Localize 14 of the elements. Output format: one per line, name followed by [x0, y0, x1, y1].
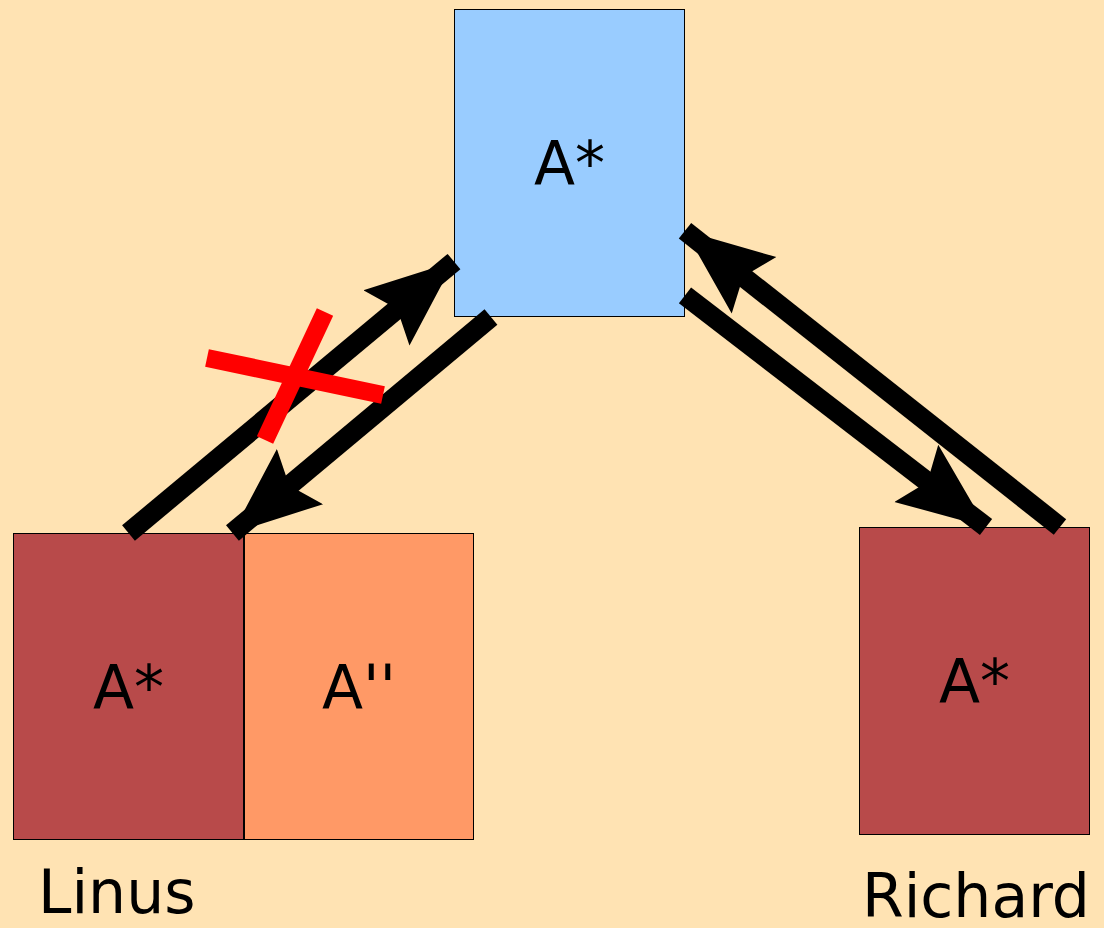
version-label: A* [92, 656, 164, 717]
document-box [859, 527, 1090, 835]
document-box [13, 533, 244, 840]
arrow [122, 253, 461, 541]
arrow [678, 287, 993, 535]
document-box [454, 9, 685, 317]
version-label: A* [938, 651, 1010, 711]
version-label: A* [533, 133, 605, 193]
arrow [226, 309, 498, 541]
person-name: Richard [862, 866, 1090, 926]
person-name: Linus [38, 862, 196, 922]
arrow [678, 222, 1067, 535]
version-label: A'' [321, 656, 396, 717]
document-box [244, 533, 474, 840]
